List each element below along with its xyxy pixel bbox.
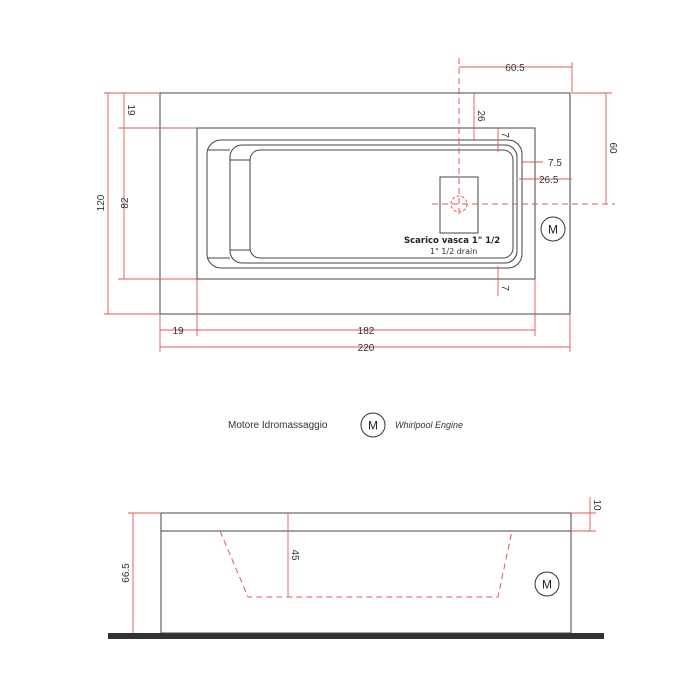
motor-symbol-legend: M (368, 419, 378, 433)
drain-label-en: 1" 1/2 drain (430, 247, 477, 256)
dim-60: 60 (607, 142, 618, 154)
section-view: M 66.5 45 10 (108, 497, 604, 639)
dim-19-left: 19 (172, 326, 184, 337)
dim-19-top: 19 (125, 104, 136, 116)
floor-base (108, 633, 604, 639)
dim-26: 26 (475, 110, 486, 122)
dim-10: 10 (591, 499, 602, 511)
dim-66-5: 66.5 (121, 563, 132, 583)
dim-7-top: 7 (499, 132, 510, 138)
dim-220: 220 (358, 343, 375, 354)
dim-45: 45 (289, 549, 300, 561)
dim-26-5: 26.5 (539, 175, 559, 186)
tub-outline (159, 92, 571, 315)
dim-7-5: 7.5 (548, 158, 562, 169)
motor-label-it: Motore Idromassaggio (228, 420, 328, 431)
motor-symbol-plan: M (548, 223, 558, 237)
motor-icon-section (534, 571, 560, 597)
basin-profile (219, 530, 513, 598)
dim-7-bottom: 7 (499, 285, 510, 291)
tub-body (160, 512, 572, 634)
plan-view: M Scarico vasca 1" 1/2 1" 1/2 drain 60.5… (96, 58, 618, 354)
motor-symbol-section: M (542, 578, 552, 592)
drain-box (439, 176, 479, 234)
drain-label: Scarico vasca 1" 1/2 (404, 236, 500, 246)
motor-label-en: Whirlpool Engine (395, 420, 463, 430)
dim-60-5: 60.5 (505, 63, 525, 74)
dim-82: 82 (120, 197, 131, 209)
motor-icon (540, 216, 566, 242)
motor-legend: Motore Idromassaggio M Whirlpool Engine (228, 412, 463, 438)
dim-182: 182 (358, 326, 375, 337)
dim-120: 120 (96, 194, 107, 211)
motor-icon-legend (360, 412, 386, 438)
